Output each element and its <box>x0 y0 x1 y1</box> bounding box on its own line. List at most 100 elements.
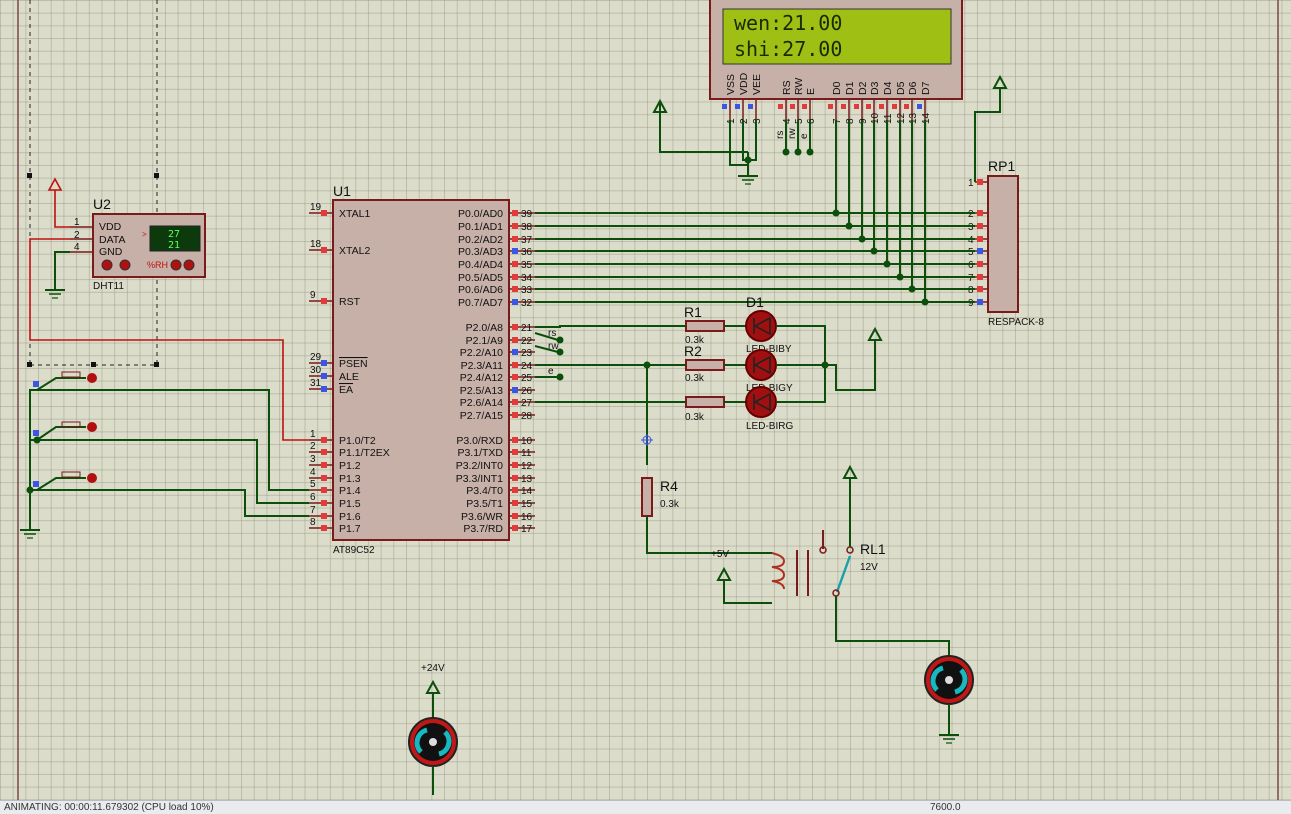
push-button-2[interactable] <box>36 421 97 441</box>
u1-pin-marker-26 <box>512 387 518 393</box>
resistor-r2[interactable]: R2 0.3k <box>684 343 725 384</box>
resistor-r1[interactable]: R1 0.3k <box>684 304 725 346</box>
u2-part: DHT11 <box>93 281 124 292</box>
net-label-e: e <box>548 366 554 377</box>
u1-pin-marker-25 <box>512 374 518 380</box>
u1-pin-label-29: PSEN <box>339 358 368 370</box>
motor-left[interactable]: +24V <box>408 663 458 795</box>
u2-pin-gnd-label: GND <box>99 246 123 258</box>
status-coordinate: 7600.0 <box>930 802 961 813</box>
lcd-pin-num-VSS: 1 <box>726 118 737 124</box>
u1-pin-marker-38 <box>512 223 518 229</box>
u1-pin-marker-13 <box>512 475 518 481</box>
lcd-pin-num-D6: 13 <box>908 112 919 124</box>
led-d1[interactable]: D1 LED-BIBY <box>745 294 792 355</box>
u1-pin-label-28: P2.7/A15 <box>460 410 503 422</box>
d1-part: LED-BIBY <box>746 344 792 355</box>
u1-pin-num-33: 33 <box>521 285 533 296</box>
u1-pin-marker-31 <box>321 386 327 392</box>
u1-pin-marker-18 <box>321 247 327 253</box>
push-button-1[interactable] <box>36 371 97 391</box>
status-animating: ANIMATING: 00:00:11.679302 (CPU load 10%… <box>4 802 214 813</box>
resistor-r4[interactable]: R4 0.3k <box>641 477 680 517</box>
u1-pin-label-15: P3.5/T1 <box>466 498 503 510</box>
lcd-pin-marker-VEE <box>748 104 753 109</box>
lcd-pin-marker-VSS <box>722 104 727 109</box>
push-button-3[interactable] <box>36 471 97 491</box>
u1-pin-label-5: P1.4 <box>339 485 361 497</box>
lcd-pin-marker-D3 <box>866 104 871 109</box>
u1-pin-num-5: 5 <box>310 479 316 490</box>
u1-pin-num-8: 8 <box>310 517 316 528</box>
u1-pin-label-27: P2.6/A14 <box>460 397 503 409</box>
u1-pin-marker-35 <box>512 261 518 267</box>
lcd-pin-marker-D7 <box>917 104 922 109</box>
net-label-rs: rs <box>548 328 556 339</box>
rp1-pin-num-2: 2 <box>968 209 974 220</box>
rp1-pin-marker-9 <box>977 299 983 305</box>
u1-pin-num-31: 31 <box>310 378 322 389</box>
lcd-pin-marker-RS <box>778 104 783 109</box>
relay-rl1[interactable]: +5V RL1 12V <box>646 464 950 656</box>
u1-pin-label-30: ALE <box>339 371 359 383</box>
lcd-display[interactable]: wen:21.00 shi:27.00 VSS1VDD2VEE3RS4RW5E6… <box>709 0 963 139</box>
u1-pin-num-29: 29 <box>310 352 322 363</box>
u1-pin-marker-28 <box>512 412 518 418</box>
rp1-pin-num-4: 4 <box>968 235 974 246</box>
u1-pin-num-30: 30 <box>310 365 322 376</box>
u1-pin-label-18: XTAL2 <box>339 245 370 257</box>
status-bar: ANIMATING: 00:00:11.679302 (CPU load 10%… <box>0 800 1291 814</box>
lcd-pin-num-VDD: 2 <box>739 118 750 124</box>
mcu-at89c52[interactable]: U1 AT89C52 19XTAL118XTAL29RST29PSEN30ALE… <box>309 183 535 556</box>
u1-pin-label-35: P0.4/AD4 <box>458 259 503 271</box>
u1-pin-num-13: 13 <box>521 474 533 485</box>
u1-pin-marker-6 <box>321 500 327 506</box>
u1-pin-label-4: P1.3 <box>339 473 361 485</box>
u1-pin-marker-16 <box>512 513 518 519</box>
u1-pin-label-9: RST <box>339 296 361 308</box>
u1-pin-marker-5 <box>321 487 327 493</box>
u1-pin-label-21: P2.0/A8 <box>466 322 504 334</box>
u1-pin-num-22: 22 <box>521 336 533 347</box>
u1-pin-num-1: 1 <box>310 429 316 440</box>
motor-right[interactable] <box>924 655 974 744</box>
r3-value: 0.3k <box>685 412 705 423</box>
u1-pin-num-11: 11 <box>521 448 532 459</box>
lcd-wiring <box>652 74 1008 302</box>
u1-pin-marker-14 <box>512 487 518 493</box>
u1-part: AT89C52 <box>333 545 375 556</box>
svg-text:1: 1 <box>74 217 80 228</box>
u1-pin-num-35: 35 <box>521 260 533 271</box>
lcd-pin-num-D0: 7 <box>832 118 843 124</box>
u1-pin-label-3: P1.2 <box>339 460 361 472</box>
lcd-pin-label-D2: D2 <box>857 81 869 95</box>
r4-ref: R4 <box>660 478 678 494</box>
u1-pin-marker-12 <box>512 462 518 468</box>
u1-pin-marker-19 <box>321 210 327 216</box>
d3-part: LED-BIRG <box>746 421 793 432</box>
r1-value: 0.3k <box>685 335 705 346</box>
lcd-pin-num-D1: 8 <box>845 118 856 124</box>
dht11-display-top: 27 <box>168 229 180 240</box>
u1-pin-marker-32 <box>512 299 518 305</box>
lcd-line-1: wen:21.00 <box>734 11 842 35</box>
rp1-pin-num-7: 7 <box>968 273 974 284</box>
dht11-wiring <box>29 177 309 441</box>
led-d2[interactable]: LED-BIGY <box>745 349 793 394</box>
lcd-pin-label-E: E <box>805 88 817 95</box>
u2-pin-data-label: DATA <box>99 234 125 246</box>
resistor-r3[interactable]: 0.3k <box>685 396 725 423</box>
u1-pin-marker-11 <box>512 449 518 455</box>
button-group <box>20 371 309 539</box>
rp1-pin-marker-6 <box>977 261 983 267</box>
u1-pin-label-14: P3.4/T0 <box>466 485 503 497</box>
u1-pin-marker-15 <box>512 500 518 506</box>
u1-pin-marker-36 <box>512 248 518 254</box>
u1-pin-label-26: P2.5/A13 <box>460 385 503 397</box>
rp1-pin-marker-7 <box>977 274 983 280</box>
sensor-dht11[interactable]: U2 DHT11 VDD DATA GND 27 21 > %RH 124 <box>70 196 206 292</box>
dht11-display-bottom: 21 <box>168 240 180 251</box>
